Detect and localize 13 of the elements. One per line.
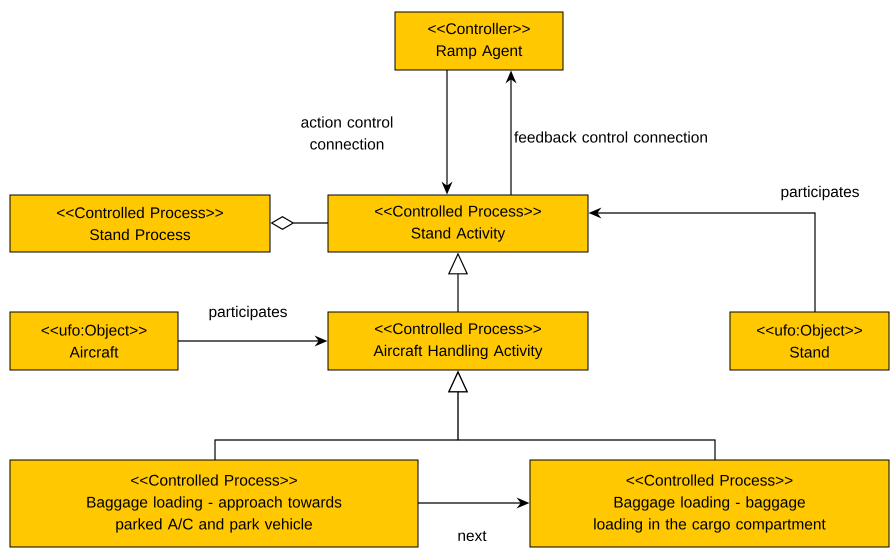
- process-box: <<Controller>> Ramp Agent: [394, 12, 564, 70]
- process-box: <<Controlled Process>> Baggage loading - approach towards parked A/C and park vehicle: [10, 460, 418, 548]
- process-box: <<ufo:Object>> Stand: [730, 312, 890, 370]
- process-box: <<Controlled Process>> Baggage loading - baggage loading in the cargo compartment: [530, 460, 890, 548]
- process-box: <<Controlled Process>> Stand Activity: [328, 194, 588, 252]
- process-box: <<ufo:Object>> Aircraft: [10, 312, 178, 370]
- edge-label: participates: [782, 186, 859, 200]
- edge-label: next: [458, 530, 486, 542]
- edge-label: feedback control connection: [514, 131, 707, 143]
- process-box: <<Controlled Process>> Stand Process: [10, 194, 270, 252]
- edge-label: action control connection: [301, 116, 392, 150]
- process-box: <<Controlled Process>> Aircraft Handling Activity: [328, 312, 588, 370]
- edge-label: participates: [210, 306, 287, 320]
